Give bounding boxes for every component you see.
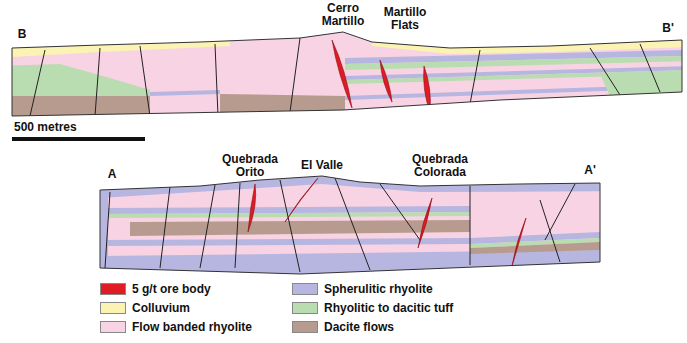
locality-label: Quebrada Colorada (395, 153, 485, 179)
legend-swatch (100, 283, 126, 295)
section-end: B' (656, 22, 680, 35)
scale-label: 500 metres (14, 121, 104, 134)
legend-text: Dacite flows (324, 320, 394, 334)
section-end: A' (578, 164, 602, 177)
section-b (0, 0, 687, 130)
section-end: B (12, 28, 32, 41)
legend-swatch (100, 302, 126, 314)
section-a (0, 0, 687, 290)
legend-text: 5 g/t ore body (132, 282, 211, 296)
legend-swatch (292, 283, 318, 295)
legend-text: Spherulitic rhyolite (324, 282, 433, 296)
locality-label: Cerro Martillo (305, 2, 381, 28)
locality-label: Martillo Flats (372, 6, 438, 32)
locality-label: Quebrada Orito (212, 153, 288, 179)
legend-text: Rhyolitic to dacitic tuff (324, 301, 453, 315)
legend-swatch (292, 321, 318, 333)
legend-text: Colluvium (132, 301, 190, 315)
legend-text: Flow banded rhyolite (132, 320, 252, 334)
scale-bar (12, 137, 145, 141)
legend-swatch (292, 302, 318, 314)
section-end: A (102, 168, 122, 181)
locality-label: El Valle (292, 159, 352, 172)
legend-swatch (100, 321, 126, 333)
